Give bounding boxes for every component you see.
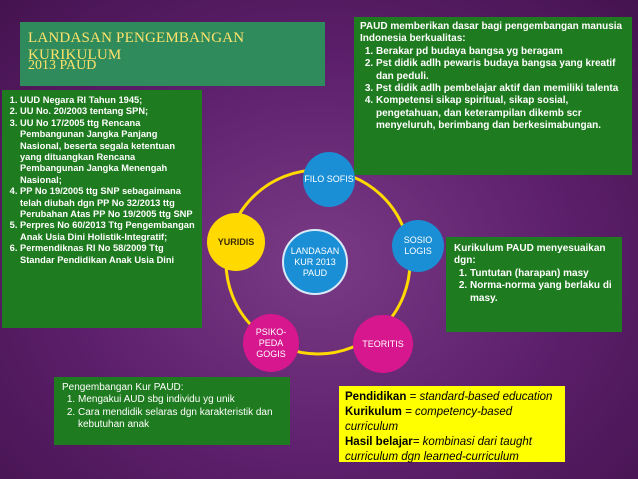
definition-term: Hasil belajar bbox=[345, 436, 413, 448]
list-item: Pst didik adlh pewaris budaya bangsa yan… bbox=[376, 58, 626, 83]
list-item: Permendiknas RI No 58/2009 Ttg Standar P… bbox=[20, 243, 198, 266]
pengembangan-heading: Pengembangan Kur PAUD: bbox=[62, 382, 184, 393]
kurikulum-list: Tuntutan (harapan) masy Norma-norma yang… bbox=[454, 268, 614, 305]
definition-line: Kurikulum = competency-based curriculum bbox=[345, 405, 559, 435]
legal-basis-list: UUD Negara RI Tahun 1945; UU No. 20/2003… bbox=[6, 95, 198, 266]
psikopedagogis-node: PSIKO- PEDA GOGIS bbox=[243, 314, 299, 372]
kurikulum-box: Kurikulum PAUD menyesuaikan dgn: Tuntuta… bbox=[446, 237, 622, 332]
list-item: Norma-norma yang berlaku di masy. bbox=[470, 280, 614, 305]
kurikulum-heading: Kurikulum PAUD menyesuaikan dgn: bbox=[454, 243, 606, 267]
filosofis-node: FILO SOFIS bbox=[303, 152, 355, 207]
definition-line: Hasil belajar= kombinasi dari taught cur… bbox=[345, 435, 559, 465]
list-item: Cara mendidik selaras dgn karakteristik … bbox=[78, 407, 282, 432]
definition-text: = standard-based education bbox=[406, 391, 553, 403]
list-item: UU No. 20/2003 tentang SPN; bbox=[20, 106, 198, 117]
definitions-box: Pendidikan = standard-based education Ku… bbox=[339, 386, 565, 465]
title-line-2: 2013 PAUD bbox=[28, 58, 97, 73]
title-box: LANDASAN PENGEMBANGAN KURIKULUM 2013 PAU… bbox=[20, 22, 325, 86]
teoritis-node: TEORITIS bbox=[353, 315, 413, 373]
list-item: Berakar pd budaya bangsa yg beragam bbox=[376, 46, 626, 58]
list-item: Kompetensi sikap spiritual, sikap sosial… bbox=[376, 95, 626, 132]
list-item: Pst didik adlh pembelajar aktif dan memi… bbox=[376, 83, 626, 95]
list-item: PP No 19/2005 ttg SNP sebagaimana telah … bbox=[20, 186, 198, 220]
pengembangan-list: Mengakui AUD sbg individu yg unik Cara m… bbox=[62, 394, 282, 431]
definition-line: Pendidikan = standard-based education bbox=[345, 390, 559, 405]
paud-heading: PAUD memberikan dasar bagi pengembangan … bbox=[360, 21, 623, 45]
list-item: UUD Negara RI Tahun 1945; bbox=[20, 95, 198, 106]
list-item: Perpres No 60/2013 Ttg Pengembangan Anak… bbox=[20, 220, 198, 243]
definition-text: = kombinasi dari taught curriculum dgn l… bbox=[345, 436, 532, 463]
definition-term: Pendidikan bbox=[345, 391, 407, 403]
list-item: UU No 17/2005 ttg Rencana Pembangunan Ja… bbox=[20, 118, 198, 186]
yuridis-node: YURIDIS bbox=[207, 213, 265, 271]
center-node: LANDASAN KUR 2013 PAUD bbox=[282, 229, 348, 295]
list-item: Mengakui AUD sbg individu yg unik bbox=[78, 394, 282, 406]
list-item: Tuntutan (harapan) masy bbox=[470, 268, 614, 280]
paud-list: Berakar pd budaya bangsa yg beragam Pst … bbox=[360, 46, 626, 133]
title-line-1: LANDASAN PENGEMBANGAN KURIKULUM bbox=[28, 30, 245, 63]
pengembangan-box: Pengembangan Kur PAUD: Mengakui AUD sbg … bbox=[54, 377, 290, 445]
legal-basis-box: UUD Negara RI Tahun 1945; UU No. 20/2003… bbox=[2, 90, 202, 328]
definition-text: = competency-based curriculum bbox=[345, 406, 513, 433]
sosiologis-node: SOSIO LOGIS bbox=[392, 220, 444, 272]
paud-basis-box: PAUD memberikan dasar bagi pengembangan … bbox=[354, 17, 632, 175]
definition-term: Kurikulum bbox=[345, 406, 402, 418]
